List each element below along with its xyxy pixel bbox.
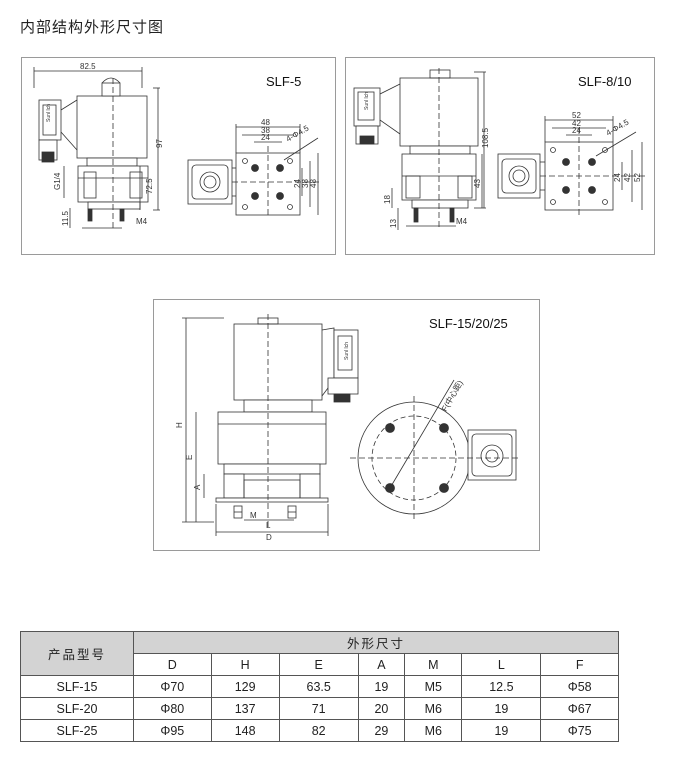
table-cell: 20 xyxy=(357,697,406,720)
slf810-drawing: 108.5 43 18 13 M4 52 42 24 24 42 52 4-Φ4… xyxy=(353,68,646,230)
model-header: 产品型号 xyxy=(20,631,134,676)
column-header: A xyxy=(357,653,406,676)
table-cell: Φ58 xyxy=(540,675,619,698)
table-cell: Φ95 xyxy=(133,719,212,742)
table-cell: M6 xyxy=(404,719,463,742)
dim-label: 43 xyxy=(473,179,482,188)
column-header: F xyxy=(540,653,619,676)
dim-label: 24 xyxy=(293,179,302,188)
dim-label: 97 xyxy=(155,139,164,148)
column-header: L xyxy=(461,653,542,676)
drawing-panel-slf5: SLF-5 xyxy=(21,57,336,255)
model-cell: SLF-20 xyxy=(20,697,134,720)
page-title: 内部结构外形尺寸图 xyxy=(20,18,165,36)
table-cell: 137 xyxy=(210,697,280,720)
dim-label: 72.5 xyxy=(145,178,154,194)
dim-label: 24 xyxy=(613,173,622,182)
dim-label: 52 xyxy=(572,111,581,120)
coil-brand-text: Sunl Ich xyxy=(46,104,52,122)
table-cell: Φ75 xyxy=(540,719,619,742)
dim-label: 18 xyxy=(383,195,392,204)
model-label: SLF-15/20/25 xyxy=(429,316,508,331)
table-cell: 19 xyxy=(357,675,406,698)
dim-label: 48 xyxy=(261,118,270,127)
column-header: M xyxy=(404,653,463,676)
model-label: SLF-5 xyxy=(266,74,302,89)
table-cell: Φ80 xyxy=(133,697,212,720)
dim-label: 52 xyxy=(633,173,642,182)
dim-label: 48 xyxy=(309,179,318,188)
dim-label: H xyxy=(175,422,184,428)
table-row: SLF-20 Φ80 137 71 20 M6 19 Φ67 xyxy=(20,697,619,720)
table-cell: 63.5 xyxy=(278,675,359,698)
table-cell: 19 xyxy=(461,719,542,742)
table-cell: M5 xyxy=(404,675,463,698)
dim-label: 11.5 xyxy=(61,210,70,226)
table-cell: 71 xyxy=(278,697,359,720)
dim-label: 24 xyxy=(261,133,270,142)
coil-brand-text: Sunl Ich xyxy=(364,92,370,110)
dim-label: 13 xyxy=(389,219,398,228)
dim-label: M4 xyxy=(136,217,148,226)
dim-label: M xyxy=(250,511,257,520)
dim-label: 82.5 xyxy=(80,62,96,71)
dim-label: 42 xyxy=(572,119,581,128)
column-header: D xyxy=(133,653,212,676)
table-row: SLF-15 Φ70 129 63.5 19 M5 12.5 Φ58 xyxy=(20,675,619,698)
dim-label: 4-Φ4.5 xyxy=(285,123,311,143)
table-row: SLF-25 Φ95 148 82 29 M6 19 Φ75 xyxy=(20,719,619,742)
table-cell: Φ67 xyxy=(540,697,619,720)
dim-label: 4-Φ4.5 xyxy=(605,117,631,137)
table-cell: 148 xyxy=(210,719,280,742)
dim-label: 24 xyxy=(572,126,581,135)
dim-label: L xyxy=(266,521,271,530)
dim-label: M4 xyxy=(456,217,468,226)
drawing-panel-slf810: SLF-8/10 xyxy=(345,57,655,255)
dim-label: E xyxy=(185,455,194,460)
slf5-drawing: 82.5 97 G1/4 72.5 11.5 M4 48 38 24 24 38… xyxy=(33,62,322,230)
table-cell: 129 xyxy=(210,675,280,698)
dim-label: A xyxy=(193,484,202,490)
table-column-row: D H E A M L F xyxy=(21,653,619,676)
spec-table: 产品型号 外形尺寸 D H E A M L F SLF-15 Φ70 129 6… xyxy=(20,631,619,742)
dim-label: 108.5 xyxy=(481,127,490,148)
table-cell: M6 xyxy=(404,697,463,720)
dim-label: G1/4 xyxy=(53,172,62,190)
group-header: 外形尺寸 xyxy=(133,631,619,654)
table-cell: Φ70 xyxy=(133,675,212,698)
table-cell: 82 xyxy=(278,719,359,742)
column-header: H xyxy=(210,653,280,676)
table-header-row: 产品型号 外形尺寸 xyxy=(20,631,619,676)
table-cell: 19 xyxy=(461,697,542,720)
table-cell: 29 xyxy=(357,719,406,742)
model-cell: SLF-15 xyxy=(20,675,134,698)
model-label: SLF-8/10 xyxy=(578,74,632,89)
coil-brand-text: Sunl Ich xyxy=(344,342,350,360)
column-header: E xyxy=(278,653,359,676)
drawing-panel-slf1525: SLF-15/20/25 xyxy=(153,299,540,551)
slf1525-drawing: H E A M L D F(中心距) Sunl Ich xyxy=(175,314,520,542)
dim-label: D xyxy=(266,533,272,542)
model-cell: SLF-25 xyxy=(20,719,134,742)
dim-label: 38 xyxy=(261,126,270,135)
dim-label: 42 xyxy=(623,173,632,182)
dim-label: 38 xyxy=(301,179,310,188)
table-cell: 12.5 xyxy=(461,675,542,698)
